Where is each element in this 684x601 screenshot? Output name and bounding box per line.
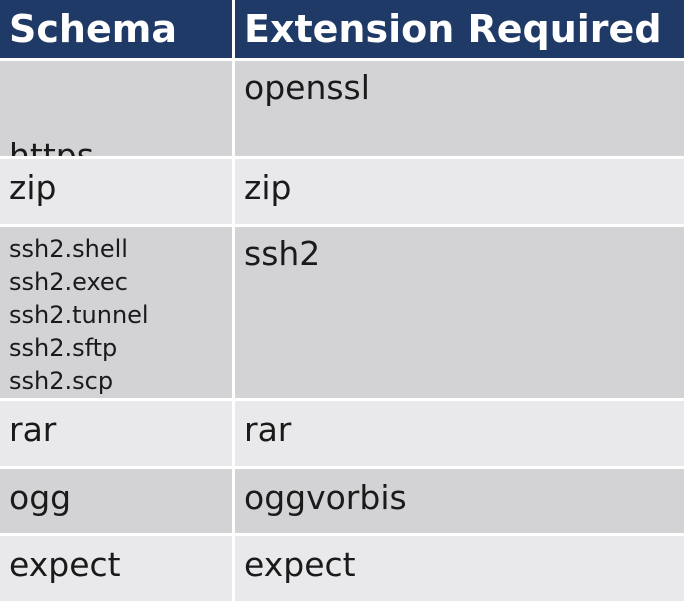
extension-cell: ssh2 bbox=[235, 227, 684, 398]
schema-value: ssh2.shell bbox=[9, 235, 128, 263]
extension-cell: rar bbox=[235, 401, 684, 466]
schema-cell: expect bbox=[0, 536, 232, 601]
extension-value: oggvorbis bbox=[244, 478, 407, 517]
table-row: rar rar bbox=[0, 401, 684, 466]
schema-value: ssh2.tunnel bbox=[9, 301, 149, 329]
schema-value: ssh2.exec bbox=[9, 268, 128, 296]
extension-cell: expect bbox=[235, 536, 684, 601]
table-row: ogg oggvorbis bbox=[0, 469, 684, 533]
schema-value: ssh2.sftp bbox=[9, 334, 118, 362]
schema-value: ssh2.scp bbox=[9, 367, 114, 395]
schema-cell: zip bbox=[0, 159, 232, 224]
schema-cell: ogg bbox=[0, 469, 232, 533]
schema-value: https bbox=[9, 136, 94, 157]
extension-value: openssl bbox=[244, 68, 370, 107]
header-cell-extension-required: Extension Required bbox=[235, 0, 684, 58]
schema-cell: rar bbox=[0, 401, 232, 466]
schema-value: rar bbox=[9, 410, 57, 449]
extension-cell: oggvorbis bbox=[235, 469, 684, 533]
extension-value: rar bbox=[244, 410, 292, 449]
schema-value: ogg bbox=[9, 478, 72, 517]
table-row: ssh2.shell ssh2.exec ssh2.tunnel ssh2.sf… bbox=[0, 227, 684, 398]
header-cell-schema: Schema bbox=[0, 0, 232, 58]
schema-cell: ssh2.shell ssh2.exec ssh2.tunnel ssh2.sf… bbox=[0, 227, 232, 398]
extension-value: expect bbox=[244, 545, 356, 584]
table-header-row: Schema Extension Required bbox=[0, 0, 684, 58]
extension-cell: openssl bbox=[235, 61, 684, 156]
schema-value: expect bbox=[9, 545, 121, 584]
extension-cell: zip bbox=[235, 159, 684, 224]
table-row: zip zip bbox=[0, 159, 684, 224]
extension-value: ssh2 bbox=[244, 234, 321, 273]
schema-value: zip bbox=[9, 168, 57, 207]
extension-value: zip bbox=[244, 168, 292, 207]
table-row: expect expect bbox=[0, 536, 684, 601]
